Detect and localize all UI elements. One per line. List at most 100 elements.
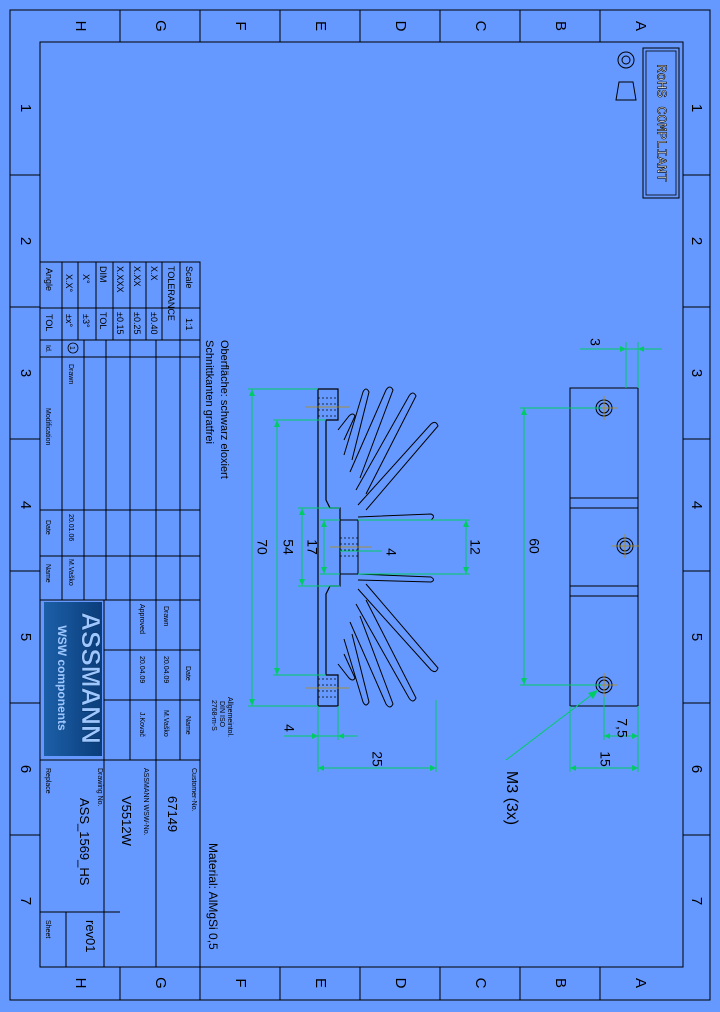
tol-key: X.X [149, 266, 159, 281]
dim-4: 4 [281, 724, 297, 732]
dim-15: 15 [597, 751, 613, 767]
rev-date-label: Date [44, 520, 51, 535]
heatsink-profile: 70 54 17 4 12 4 25 [248, 386, 483, 772]
zone-letter: H [72, 978, 89, 989]
zone-number: 2 [688, 237, 705, 245]
drawn-label: Drawn [162, 606, 169, 626]
tolerance-table: Scale 1:1 TOLERANCE X.X ±0.40 X.XX ±0.25… [39, 261, 201, 341]
zone-numbers-right: 1 2 3 4 5 6 7 [688, 104, 705, 905]
tol-value: ±3° [81, 314, 91, 328]
zone-number: 4 [17, 501, 34, 509]
zone-letter: E [312, 21, 329, 31]
tol-key: X° [81, 274, 91, 284]
sheet-label: Sheet [44, 920, 51, 938]
zone-grid-top [119, 10, 601, 42]
approved-label: Approved [138, 604, 145, 634]
zone-grid-right [683, 174, 710, 836]
zone-number: 7 [688, 897, 705, 905]
dim-4: 4 [383, 548, 399, 556]
zone-letter: C [472, 978, 489, 989]
rev-modification-label: Modification [44, 408, 51, 445]
revision-marker-icon [67, 342, 79, 354]
replace-label: Replace [44, 768, 51, 794]
zone-number: 4 [688, 501, 705, 509]
tol-value: ±x° [64, 314, 74, 327]
zone-number: 5 [688, 633, 705, 641]
rohs-badge: RoHS COMPLIANT [642, 47, 680, 199]
zone-number: 6 [688, 765, 705, 773]
dim-70: 70 [254, 539, 270, 555]
zone-letter: F [232, 978, 249, 987]
mounting-hole-icon [595, 399, 634, 694]
zone-letter: D [392, 21, 409, 32]
zone-number: 3 [17, 369, 34, 377]
general-tol-note: Allgemeintol. [226, 697, 233, 737]
drawing-no-label: Drawing No. [96, 768, 103, 807]
drawn-name: M.Vaško [162, 710, 169, 737]
zone-number: 3 [688, 369, 705, 377]
revision-table: Id. 1 Modification Drawn Date 20.01.06 N… [39, 339, 201, 601]
drawing-no: ASS_1569_HS [77, 798, 92, 886]
title-block: ASSMANN WSW components Drawn Approved Da… [39, 599, 201, 968]
zone-numbers-left: 1 2 3 4 5 6 7 [17, 104, 34, 905]
general-tol-note: DIN ISO [218, 701, 225, 728]
zone-letters-top: H G F E D C B A [72, 20, 649, 32]
rev-name-label: Name [44, 564, 51, 583]
tol-value: ±0.15 [115, 312, 125, 334]
approved-name: J.Kovač [138, 712, 145, 737]
zone-letter: B [552, 978, 569, 988]
dim-25: 25 [369, 751, 385, 767]
rev-id-value: 1 [68, 346, 75, 350]
date-label: Date [184, 666, 191, 681]
rev-modification-value: Drawn [67, 364, 74, 384]
tol-value: ±0.40 [149, 312, 159, 334]
tol-key: X.X° [64, 274, 74, 293]
dim-17: 17 [304, 539, 320, 555]
general-tol-note: 2768-m-S [210, 700, 217, 731]
tol-key: Angle [44, 268, 54, 291]
customer-label: Customer-No. [190, 768, 197, 812]
tolerance-label: TOLERANCE [166, 266, 176, 321]
rohs-text: RoHS COMPLIANT [652, 64, 668, 182]
material-note: Material: AlMgSi 0,5 [206, 843, 220, 950]
drawing-frame [9, 9, 711, 1001]
dim-7-5: 7,5 [614, 718, 630, 738]
approved-date: 20.04.09 [138, 656, 145, 683]
dim-60: 60 [526, 538, 542, 554]
drawn-date: 20.04.09 [162, 656, 169, 683]
rev-date-value: 20.01.06 [67, 514, 74, 541]
assmann-no: V5512W [119, 796, 134, 847]
scale-value: 1:1 [184, 318, 194, 331]
tol-value: TOL [44, 314, 54, 331]
tol-value: ±0.25 [132, 312, 142, 334]
zone-letter: H [72, 21, 89, 32]
tol-value: TOL [98, 312, 108, 329]
thread-callout: M3 (3x) [503, 771, 520, 825]
dim-3: 3 [587, 338, 603, 346]
tol-key: X.XX [132, 266, 142, 287]
zone-number: 7 [17, 897, 34, 905]
zone-letter: G [152, 20, 169, 32]
name-label: Name [184, 716, 191, 735]
projection-symbol-icon [615, 51, 637, 101]
surface-note: Oberfläche: schwarz eloxiert [218, 340, 230, 479]
zone-number: 1 [688, 104, 705, 112]
rev-name-value: M.Vaško [67, 559, 74, 586]
zone-grid-left [10, 174, 40, 836]
zone-letter: C [472, 21, 489, 32]
assmann-logo: ASSMANN WSW components [44, 602, 106, 756]
dim-54: 54 [280, 539, 296, 555]
zone-number: 2 [17, 237, 34, 245]
revision: rev01 [83, 920, 98, 953]
zone-grid-bottom [119, 967, 601, 1000]
assmann-no-label: ASSMANN WSW-No. [142, 768, 149, 836]
logo-brand: ASSMANN [76, 612, 106, 743]
tol-key: DIM [98, 266, 108, 283]
zone-number: 6 [17, 765, 34, 773]
zone-letter: F [232, 21, 249, 30]
zone-letter: A [632, 21, 649, 31]
tol-key: X.XXX [115, 266, 125, 293]
zone-letter: D [392, 978, 409, 989]
zone-letter: A [632, 978, 649, 988]
